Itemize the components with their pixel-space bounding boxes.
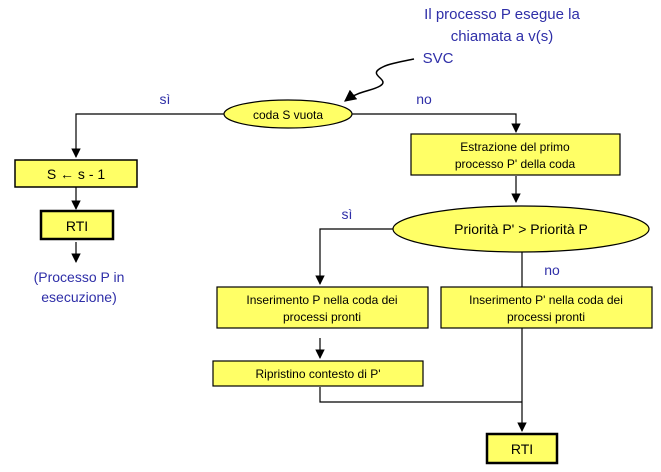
restore-label: Ripristino contesto di P'	[255, 367, 380, 381]
result-left-line-2: esecuzione)	[41, 289, 117, 305]
rti-right-box	[485, 432, 559, 465]
edge-label-no-2: no	[544, 262, 560, 278]
edge-label-no-1: no	[416, 91, 432, 107]
insert-pprime-line-1: Inserimento P' nella coda dei	[469, 293, 623, 307]
result-left-line-1: (Processo P in	[34, 269, 125, 285]
extract-box	[410, 133, 621, 176]
decision-queue-label: coda S vuota	[253, 108, 323, 122]
rti-left-label: RTI	[66, 218, 88, 234]
insert-pprime-line-2: processi pronti	[507, 310, 585, 324]
insert-p-line-2: processi pronti	[283, 310, 361, 324]
extract-line-2: processo P' della coda	[455, 157, 576, 171]
edge-label-si-1: sì	[160, 91, 171, 107]
edge-si-to-insert-p	[315, 228, 393, 285]
edge-si-to-decrement	[71, 113, 224, 158]
svc-label: SVC	[423, 50, 454, 67]
insert-p-box	[216, 286, 429, 329]
edge-label-si-2: sì	[342, 206, 353, 222]
decrement-box	[14, 159, 138, 188]
edge-no-to-extract	[352, 113, 521, 133]
header-line-2: chiamata a v(s)	[451, 28, 554, 45]
insert-p-line-1: Inserimento P nella coda dei	[246, 293, 397, 307]
decrement-label: S ← s - 1	[47, 166, 106, 182]
insert-pprime-box	[440, 286, 653, 329]
header-line-1: Il processo P esegue la	[424, 6, 580, 23]
restore-box	[212, 360, 424, 387]
decision-priority-label: Priorità P' > Priorità P	[454, 221, 588, 237]
edge-restore-merge	[319, 387, 522, 403]
extract-line-1: Estrazione del primo	[460, 140, 570, 154]
rti-left-box	[39, 209, 115, 241]
rti-right-label: RTI	[511, 441, 533, 457]
svc-squiggle-arrow	[344, 58, 415, 102]
